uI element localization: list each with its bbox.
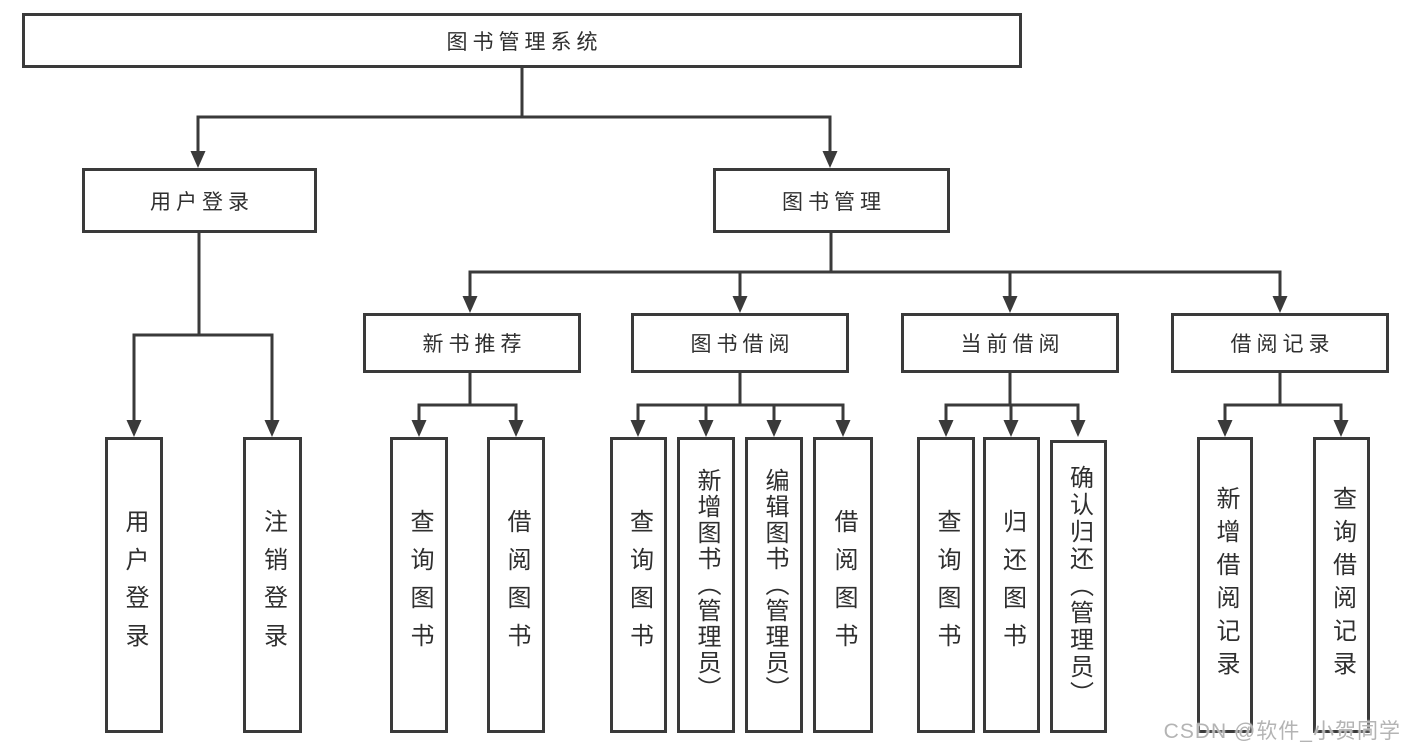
leaf-edit-books-admin: 编辑图书（管理员） [745, 437, 803, 733]
leaf-borrow-query-books: 查询图书 [610, 437, 667, 733]
leaf-add-books-admin: 新增图书（管理员） [677, 437, 735, 733]
tree-arrowheads [126, 151, 1349, 437]
leaf-confirm-return-admin: 确认归还（管理员） [1050, 440, 1107, 733]
node-current-borrowing: 当前借阅 [901, 313, 1119, 373]
node-user-login: 用户登录 [82, 168, 317, 233]
node-book-borrowing: 图书借阅 [631, 313, 849, 373]
tree-edges [132, 68, 1343, 421]
leaf-logout: 注销登录 [243, 437, 302, 733]
leaf-current-query-books: 查询图书 [917, 437, 975, 733]
node-new-book-recommend: 新书推荐 [363, 313, 581, 373]
leaf-borrow-borrow-books: 借阅图书 [813, 437, 873, 733]
leaf-recommend-borrow-books: 借阅图书 [487, 437, 545, 733]
node-library-management-system: 图书管理系统 [22, 13, 1022, 68]
node-book-management: 图书管理 [713, 168, 950, 233]
node-borrowing-records: 借阅记录 [1171, 313, 1389, 373]
leaf-user-login: 用户登录 [105, 437, 163, 733]
leaf-recommend-query-books: 查询图书 [390, 437, 448, 733]
leaf-add-borrow-record: 新增借阅记录 [1197, 437, 1253, 733]
leaf-query-borrow-record: 查询借阅记录 [1313, 437, 1370, 733]
leaf-return-books: 归还图书 [983, 437, 1040, 733]
csdn-watermark: CSDN @软件_小贺同学 [1163, 720, 1401, 743]
